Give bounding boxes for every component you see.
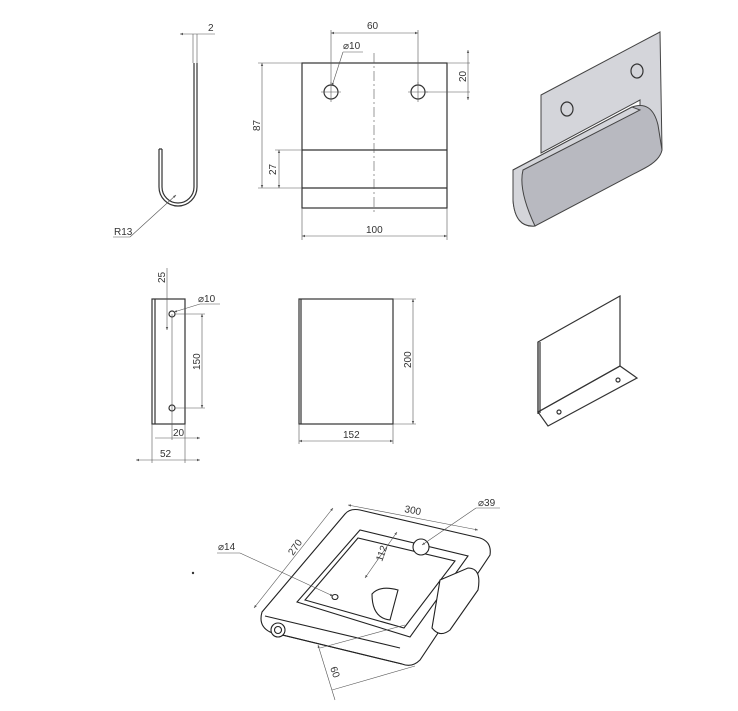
bracket-hole-offset-label: 25 — [157, 271, 168, 283]
slot-label: 112 — [374, 544, 390, 563]
pin-diameter-label: ⌀39 — [478, 498, 496, 509]
length-label: 300 — [403, 504, 422, 518]
height-label: 87 — [252, 119, 263, 131]
bracket-width-label: 52 — [160, 449, 172, 460]
bracket-height-label: 200 — [403, 351, 414, 368]
hook-radius-label: R13 — [114, 227, 133, 238]
bracket-hole-edge-label: 20 — [173, 428, 185, 439]
hook-thickness-label: 2 — [208, 23, 214, 34]
depth-label: 60 — [327, 665, 341, 680]
width-label: 270 — [286, 537, 305, 557]
bracket-front-view: 200 152 — [298, 298, 416, 444]
hole-spacing-label: 60 — [367, 21, 379, 32]
assembly-iso-view: 300 270 ⌀39 ⌀14 112 60 — [191, 498, 500, 701]
hole-diameter-label: ⌀14 — [218, 542, 236, 553]
hole-diameter-label: ⌀10 — [343, 41, 361, 52]
bracket-side-view: 25 ⌀10 150 20 52 — [136, 268, 220, 463]
bracket-hole-diameter-label: ⌀10 — [198, 294, 216, 305]
width-label: 100 — [366, 225, 383, 236]
hook-side-view: 2 R13 — [113, 23, 215, 238]
hole-offset-label: 20 — [458, 70, 469, 82]
bracket-width-label: 152 — [343, 430, 360, 441]
hook-3d-view — [512, 31, 663, 227]
bracket-3d-view — [537, 294, 639, 427]
bend-height-label: 27 — [268, 163, 279, 175]
hook-front-view: 60 ⌀10 20 87 27 100 — [252, 21, 470, 240]
bracket-hole-spacing-label: 150 — [192, 353, 203, 370]
